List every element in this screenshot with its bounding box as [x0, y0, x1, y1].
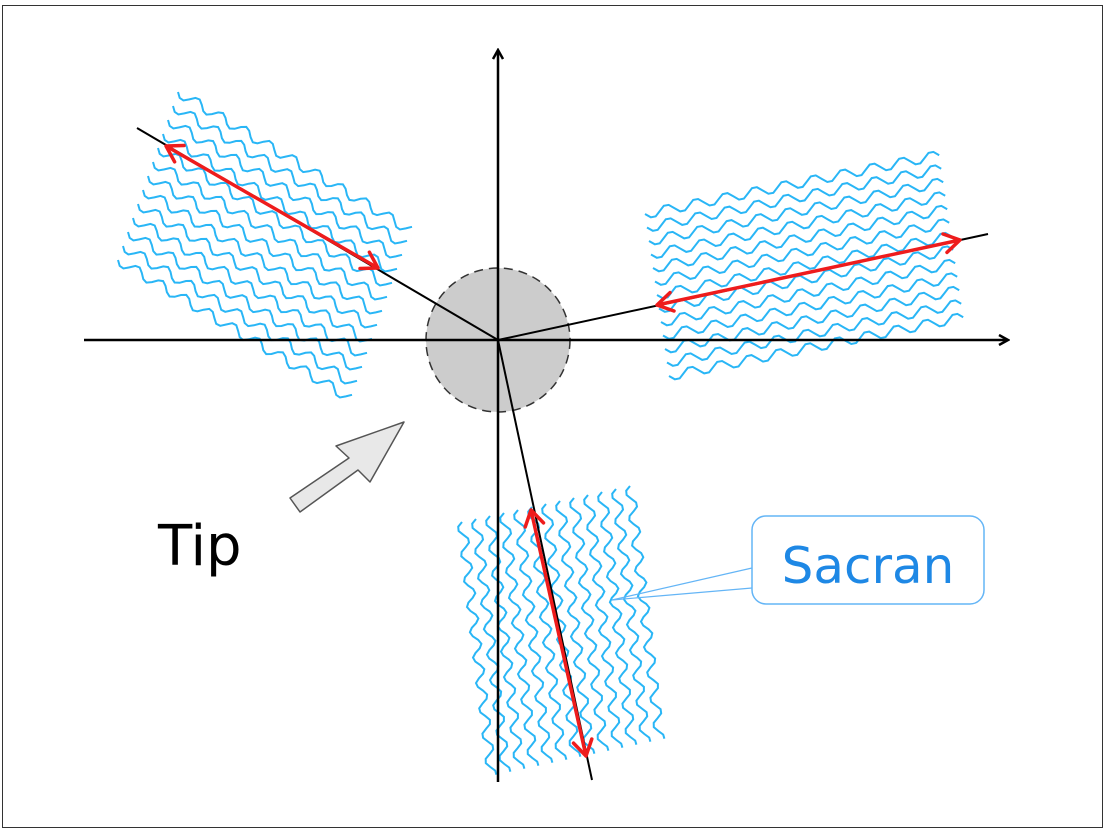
fiber-line — [157, 147, 393, 287]
orientation-arrows — [164, 143, 962, 758]
fiber-line — [117, 259, 353, 399]
fiber-line — [132, 217, 368, 357]
fiber-line — [541, 503, 582, 757]
sacran-leader-line-1 — [611, 567, 753, 601]
fiber-line — [152, 161, 388, 301]
fiber-patch-right — [644, 150, 964, 381]
tip-label: Tip — [157, 514, 242, 579]
arrow-shaft — [165, 144, 379, 270]
fiber-line — [513, 509, 554, 763]
arrow-head-icon — [358, 250, 380, 271]
sacran-label: Sacran — [782, 537, 955, 595]
sacran-callout-box — [751, 515, 985, 605]
fiber-patch-upper-left — [117, 91, 413, 399]
orientation-arrow-right — [655, 232, 962, 313]
sacran-leader-line-2 — [611, 587, 753, 601]
arrow-shaft — [529, 509, 588, 757]
fiber-line — [644, 150, 940, 219]
fiber-line — [662, 272, 958, 340]
orientation-arrow-upper-left — [164, 143, 380, 271]
fiber-line — [611, 488, 652, 742]
fiber-line — [471, 518, 512, 772]
fiber-line — [658, 245, 954, 313]
fiber-line — [666, 299, 962, 367]
fiber-line — [137, 203, 373, 343]
fiber-line — [656, 231, 952, 300]
fiber-line — [648, 177, 944, 246]
fiber-line — [142, 189, 378, 329]
fiber-line — [660, 258, 956, 327]
fiber-line — [167, 119, 403, 259]
fiber-line — [664, 285, 960, 354]
orientation-arrow-bottom — [523, 508, 594, 758]
fiber-line — [147, 175, 383, 315]
fiber-patch-bottom — [457, 485, 666, 775]
fiber-line — [172, 105, 408, 245]
fiber-line — [177, 91, 413, 231]
tip-pointer-arrow-icon — [289, 421, 405, 513]
fiber-line — [457, 521, 498, 775]
fiber-line — [162, 133, 398, 273]
fiber-line — [555, 500, 596, 754]
fiber-line — [597, 491, 638, 745]
fiber-line — [569, 497, 610, 751]
fiber-line — [668, 312, 964, 381]
arrow-head-icon — [164, 143, 186, 164]
arrow-head-icon — [655, 290, 676, 313]
fiber-line — [646, 164, 942, 232]
fiber-line — [583, 494, 624, 748]
fiber-line — [127, 231, 363, 371]
sacran-fibers — [117, 91, 964, 775]
fiber-line — [122, 245, 358, 385]
arrow-head-icon — [941, 232, 962, 255]
fiber-line — [654, 218, 950, 286]
arrow-shaft — [656, 238, 961, 307]
fiber-line — [499, 512, 540, 766]
fiber-line — [652, 204, 948, 273]
fiber-line — [625, 485, 666, 739]
fiber-line — [650, 191, 946, 259]
arrow-head-icon — [523, 508, 546, 529]
arrow-head-icon — [571, 737, 594, 758]
